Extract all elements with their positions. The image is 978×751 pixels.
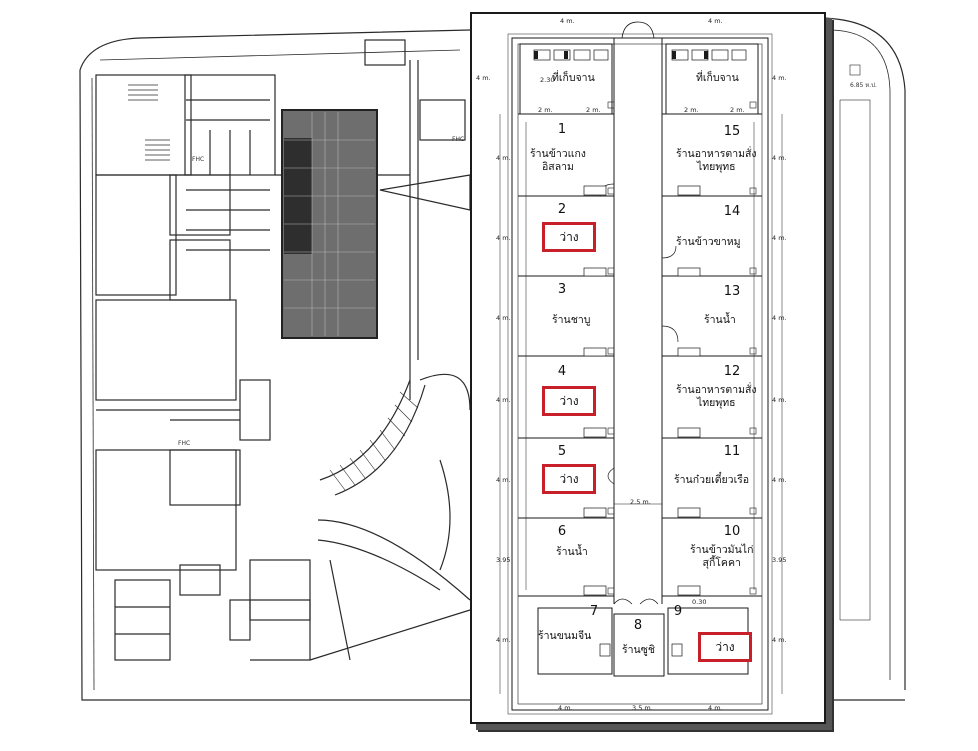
dim-bottom-center: 3.5 m. xyxy=(632,704,653,712)
shop-name-11: ร้านก๋วยเตี๋ยวเรือ xyxy=(674,474,750,486)
storage-label-left: ที่เก็บจาน xyxy=(552,72,595,84)
dim-row-right: 4 m. xyxy=(772,314,787,322)
shop-number-13: 13 xyxy=(723,284,741,299)
dim-row-left: 4 m. xyxy=(496,636,511,644)
shop-name-8: ร้านซูชิ xyxy=(622,644,655,656)
dim-row-right: 4 m. xyxy=(772,396,787,404)
shop-number-14: 14 xyxy=(723,204,741,219)
shop-number-6: 6 xyxy=(557,524,567,539)
dim-storage-small: 2.30 xyxy=(540,76,555,84)
dim-row-right: 4 m. xyxy=(772,74,787,82)
fhc-label-top: FHC xyxy=(192,156,205,163)
shop-number-15: 15 xyxy=(723,124,741,139)
shop-number-10: 10 xyxy=(723,524,741,539)
shop-name-7: ร้านขนมจีน xyxy=(538,630,592,642)
dim-small-bottom: 0.30 xyxy=(692,598,707,606)
dim-row-right: 4 m. xyxy=(772,476,787,484)
background-dim-right: 6.85 ห.ป. xyxy=(850,82,877,89)
dim-storage-left-a: 2 m. xyxy=(538,106,553,114)
dim-bottom-right: 4 m. xyxy=(708,704,723,712)
dim-bottom-left: 4 m. xyxy=(558,704,573,712)
canteen-plan-drawing xyxy=(499,21,783,715)
dim-top-right: 4 m. xyxy=(708,17,723,25)
shop-number-12: 12 xyxy=(723,364,741,379)
shop-number-3: 3 xyxy=(557,282,567,297)
shop-name-1: ร้านข้าวแกง อิสลาม xyxy=(530,148,586,173)
shop-number-5: 5 xyxy=(557,444,567,459)
vacant-badge-shop-4: ว่าง xyxy=(542,386,596,416)
dim-row-right: 4 m. xyxy=(772,154,787,162)
dim-row-left: 4 m. xyxy=(496,476,511,484)
vacant-badge-shop-2: ว่าง xyxy=(542,222,596,252)
shop-number-9: 9 xyxy=(673,604,683,619)
shop-name-13: ร้านน้ำ xyxy=(704,314,736,326)
dim-row-left: 4 m. xyxy=(476,74,491,82)
dim-storage-right-a: 2 m. xyxy=(684,106,699,114)
shop-name-15: ร้านอาหารตามสั่ง ไทยพุทธ xyxy=(676,148,757,173)
shop-number-4: 4 xyxy=(557,364,567,379)
shop-number-1: 1 xyxy=(557,122,567,137)
shop-number-11: 11 xyxy=(723,444,741,459)
dim-row-left: 4 m. xyxy=(496,234,511,242)
vacant-badge-shop-9: ว่าง xyxy=(698,632,752,662)
storage-label-right: ที่เก็บจาน xyxy=(696,72,739,84)
fhc-label-mid: FHC xyxy=(178,440,191,447)
highlight-zone-canteen xyxy=(281,109,378,339)
shop-name-14: ร้านข้าวขาหมู xyxy=(676,236,741,248)
dim-storage-right-b: 2 m. xyxy=(730,106,745,114)
shop-number-7: 7 xyxy=(589,604,599,619)
dim-row-right: 4 m. xyxy=(772,234,787,242)
dim-row-left: 4 m. xyxy=(496,314,511,322)
shop-name-10: ร้านข้าวมันไก่ สุกี้โคคา xyxy=(690,544,754,569)
fhc-label-right: FHC xyxy=(452,136,465,143)
shop-number-8: 8 xyxy=(633,618,643,633)
dim-row-left: 4 m. xyxy=(496,396,511,404)
dim-row-left: 3.95 xyxy=(496,556,511,564)
canteen-detail-plan: 4 m. 4 m. 4 m. 3.5 m. 4 m. 2 m. 2 m. 2 m… xyxy=(470,12,826,724)
dim-storage-left-b: 2 m. xyxy=(586,106,601,114)
dim-top-left: 4 m. xyxy=(560,17,575,25)
shop-name-12: ร้านอาหารตามสั่ง ไทยพุทธ xyxy=(676,384,757,409)
dim-row-right: 3.95 xyxy=(772,556,787,564)
shop-number-2: 2 xyxy=(557,202,567,217)
dim-row-left: 4 m. xyxy=(496,154,511,162)
vacant-badge-shop-5: ว่าง xyxy=(542,464,596,494)
dim-corridor: 2.5 m. xyxy=(630,498,651,506)
shop-name-3: ร้านชาบู xyxy=(552,314,591,326)
dim-row-right: 4 m. xyxy=(772,636,787,644)
shop-name-6: ร้านน้ำ xyxy=(556,546,588,558)
